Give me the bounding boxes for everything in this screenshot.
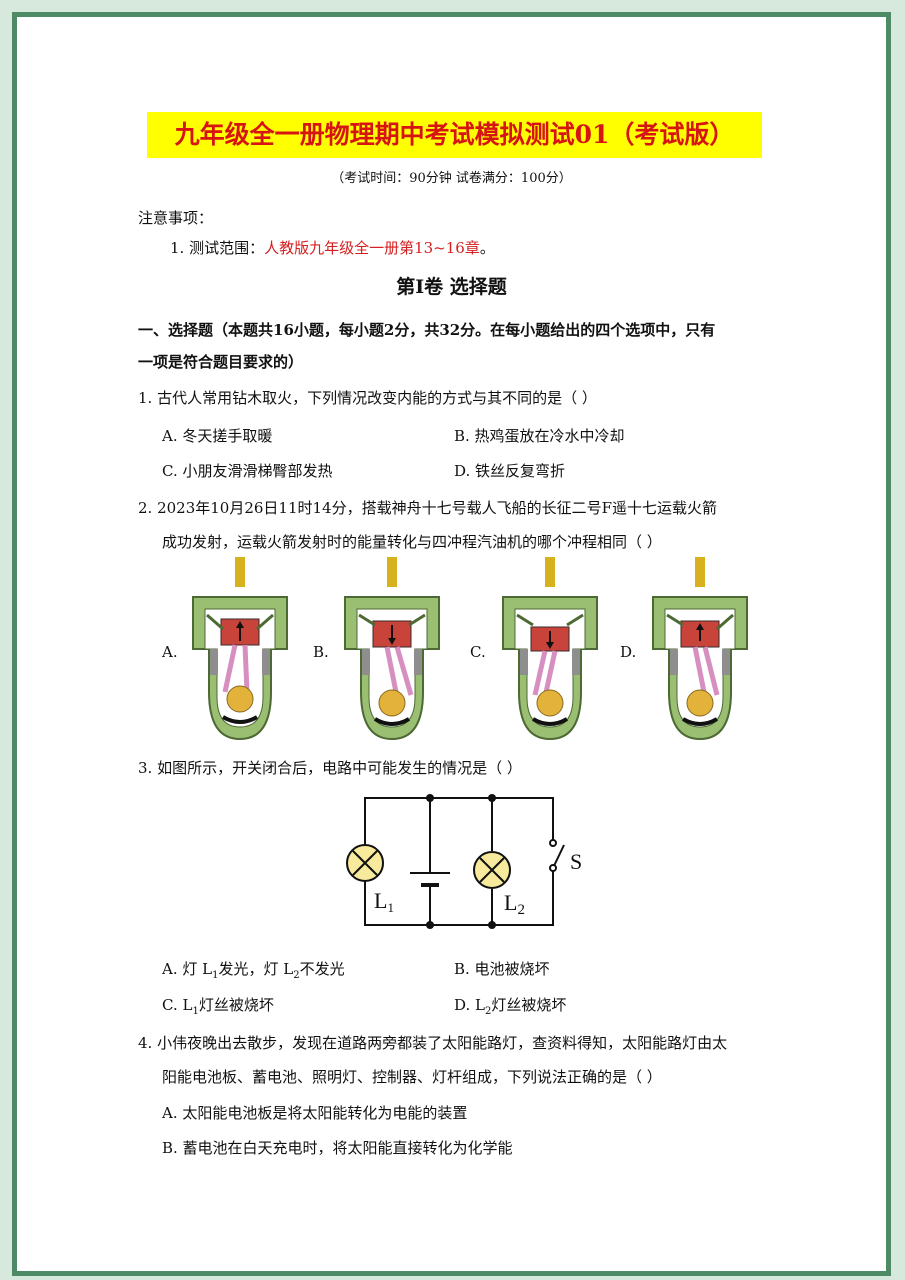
q2-label-a: A. <box>162 643 178 661</box>
switch-icon <box>549 839 557 847</box>
q3-option-a: A. 灯 L1发光，灯 L2不发光 <box>162 960 345 981</box>
lamp-icon <box>346 844 384 882</box>
circuit-label-l1: L <box>374 888 387 913</box>
engine-power-stroke-icon <box>502 557 598 741</box>
engine-exhaust-stroke-icon <box>652 557 748 741</box>
part-instructions-line1: 一、选择题（本题共16小题，每小题2分，共32分。在每小题给出的四个选项中，只有 <box>138 321 716 339</box>
circuit-diagram: L1 L2 S <box>346 794 582 929</box>
circuit-label-l2: L <box>504 890 517 915</box>
svg-text:L1: L1 <box>374 888 394 915</box>
q4-option-b: B. 蓄电池在白天充电时，将太阳能直接转化为化学能 <box>162 1139 513 1157</box>
notice-end: 。 <box>479 239 495 257</box>
exam-info: （考试时间：90分钟 试卷满分：100分） <box>331 171 572 186</box>
q3-option-d: D. L2灯丝被烧坏 <box>454 996 567 1017</box>
circuit-label-s: S <box>570 849 582 874</box>
engine-intake-stroke-icon <box>192 557 288 741</box>
part-instructions-line2: 一项是符合题目要求的） <box>138 353 304 371</box>
q1-option-d: D. 铁丝反复弯折 <box>454 462 566 480</box>
q1-stem: 1. 古代人常用钻木取火，下列情况改变内能的方式与其不同的是（ ） <box>138 389 597 407</box>
svg-text:L2: L2 <box>504 890 525 918</box>
q4-stem-line1: 4. 小伟夜晚出去散步，发现在道路两旁都装了太阳能路灯，查资料得知，太阳能路灯由… <box>138 1034 728 1052</box>
page-title: 九年级全一册物理期中考试模拟测试01（考试版） <box>147 112 762 158</box>
lamp-icon <box>473 851 511 889</box>
notice-item-prefix: 1. 测试范围： <box>170 239 265 257</box>
engine-compression-stroke-icon <box>344 557 440 741</box>
q2-label-d: D. <box>620 643 637 661</box>
q3-option-b: B. 电池被烧坏 <box>454 960 550 978</box>
q4-stem-line2: 阳能电池板、蓄电池、照明灯、控制器、灯杆组成，下列说法正确的是（ ） <box>162 1068 662 1086</box>
q2-label-b: B. <box>313 643 329 661</box>
section-title: 第Ⅰ卷 选择题 <box>396 276 507 298</box>
notice-item-1: 1. 测试范围：人教版九年级全一册第13~16章。 <box>170 237 495 258</box>
q1-option-b: B. 热鸡蛋放在冷水中冷却 <box>454 427 625 445</box>
q2-stem-line1: 2. 2023年10月26日11时14分，搭载神舟十七号载人飞船的长征二号F遥十… <box>138 499 718 517</box>
notice-heading: 注意事项： <box>138 209 214 227</box>
q4-option-a: A. 太阳能电池板是将太阳能转化为电能的装置 <box>162 1104 468 1122</box>
q2-stem-line2: 成功发射，运载火箭发射时的能量转化与四冲程汽油机的哪个冲程相同（ ） <box>162 533 662 551</box>
q2-label-c: C. <box>470 643 486 661</box>
q1-option-a: A. 冬天搓手取暖 <box>162 427 273 445</box>
circuit-label-l2-sub: 2 <box>517 902 525 918</box>
circuit-label-l1-sub: 1 <box>387 900 394 915</box>
page-frame: 九年级全一册物理期中考试模拟测试01（考试版） （考试时间：90分钟 试卷满分：… <box>12 12 891 1276</box>
q3-option-c: C. L1灯丝被烧坏 <box>162 996 274 1017</box>
q1-option-c: C. 小朋友滑滑梯臀部发热 <box>162 462 333 480</box>
notice-scope: 人教版九年级全一册第13~16章 <box>264 239 480 257</box>
q3-stem: 3. 如图所示，开关闭合后，电路中可能发生的情况是（ ） <box>138 759 522 777</box>
